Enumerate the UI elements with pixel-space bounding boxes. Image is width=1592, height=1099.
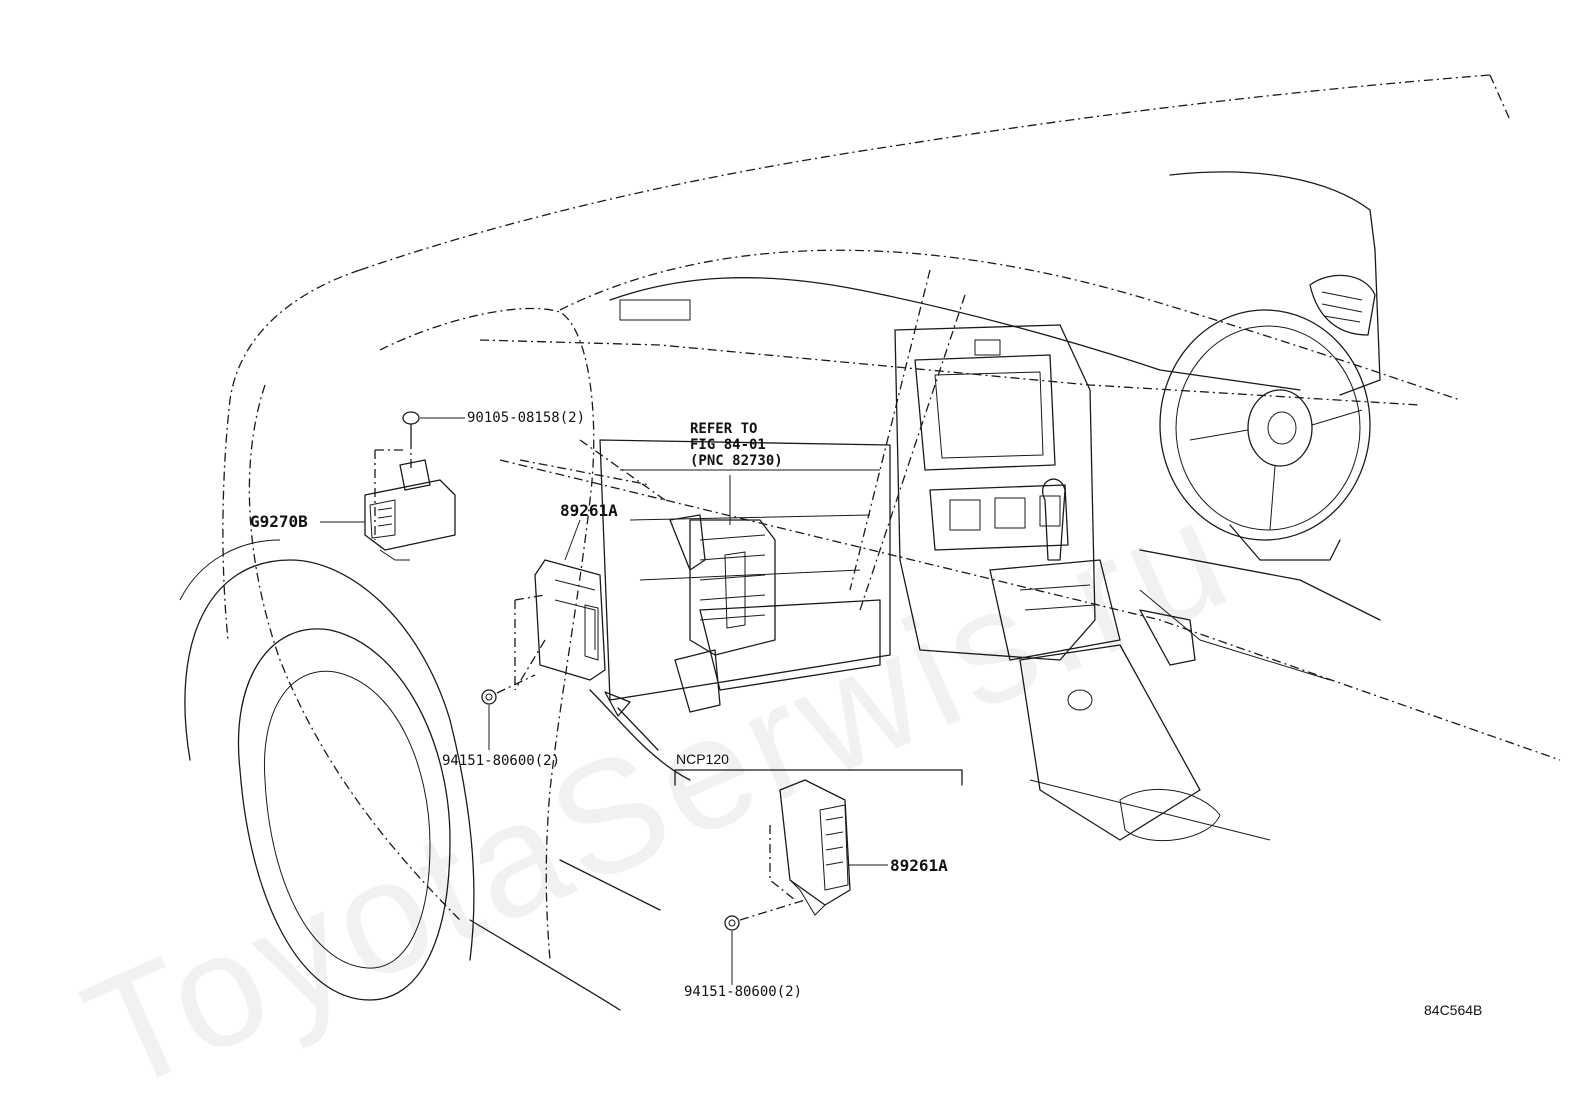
label-module-g9270b: G9270B	[250, 512, 308, 531]
wheel-arch	[184, 559, 475, 961]
leader-ecu-main	[564, 519, 581, 561]
floor-edge	[559, 859, 661, 911]
lower-dash-right	[1139, 549, 1381, 621]
ecu-89261a-left-body	[534, 559, 606, 681]
tyre-inner	[263, 670, 431, 969]
refer-note: REFER TO FIG 84-01 (PNC 82730)	[690, 421, 783, 469]
steering-wheel-rim	[1159, 309, 1371, 541]
right-dash-edge	[1339, 249, 1381, 396]
display-screen	[914, 354, 1056, 471]
climate-panel	[929, 484, 1069, 551]
tyre-outer	[237, 628, 451, 1001]
steering-wheel-hub	[1247, 389, 1313, 467]
steering-column	[1229, 524, 1341, 561]
center-stack	[894, 324, 1096, 661]
dash-shelf	[620, 469, 880, 581]
right-vent	[1309, 274, 1376, 336]
glovebox	[699, 599, 881, 691]
steering-wheel-rim-inner	[1175, 325, 1361, 531]
dash-rear-edge	[559, 249, 1461, 401]
refer-guide-dash	[519, 439, 666, 501]
shift-knob	[1042, 478, 1066, 561]
kick-panel	[589, 689, 691, 781]
inner-pillar	[379, 307, 595, 961]
ecu-main-body	[689, 519, 776, 656]
vent-left	[619, 299, 691, 321]
label-nut-lower: 94151-80600(2)	[684, 984, 803, 1000]
shift-console	[989, 559, 1121, 661]
floor-console-rail	[1029, 779, 1271, 841]
meter-hood	[1169, 171, 1376, 251]
refer-note-line-2: FIG 84-01	[690, 437, 766, 453]
nut-upper-dash	[496, 594, 546, 694]
door-outline	[248, 384, 461, 921]
module-bracket	[669, 514, 721, 713]
label-bolt: 90105-08158(2)	[467, 410, 586, 426]
diagram-code: 84C564B	[1424, 1002, 1483, 1018]
ecu-variant-body	[779, 779, 851, 916]
pedal-pad	[1067, 689, 1093, 711]
center-console	[1019, 644, 1201, 841]
module-g9270b-body	[364, 459, 456, 561]
steering-wheel-spokes	[1189, 409, 1363, 531]
cup-holder	[1119, 788, 1221, 842]
refer-note-line-3: (PNC 82730)	[690, 453, 783, 469]
climate-buttons	[949, 495, 1061, 531]
variant-bracket	[674, 769, 963, 786]
right-vent-louvers	[1321, 291, 1363, 323]
roofline	[1489, 74, 1511, 121]
label-ecu-main: 89261A	[560, 501, 618, 520]
dash-guide-line-2	[859, 294, 966, 611]
bolt-leader-dash	[374, 440, 412, 540]
steering-wheel-emblem	[1267, 411, 1297, 445]
hazard-switch	[974, 339, 1001, 356]
display-bezel	[934, 371, 1044, 459]
label-variant: NCP120	[676, 751, 729, 767]
windshield-outline	[359, 74, 1491, 271]
ecu-variant-dash	[739, 825, 806, 921]
pedal	[1139, 609, 1196, 666]
dash-top	[609, 277, 1301, 391]
door-sill	[469, 919, 621, 1011]
label-nut-upper: 94151-80600(2)	[442, 753, 561, 769]
label-ecu-variant: 89261A	[890, 856, 948, 875]
location-arrow	[604, 691, 659, 751]
bolt-shape	[402, 411, 420, 441]
nut-upper-shape	[481, 689, 497, 705]
dash-lower-rail	[499, 459, 1561, 761]
a-pillar	[222, 269, 361, 641]
dash-face	[599, 439, 891, 701]
refer-note-line-1: REFER TO	[690, 421, 758, 437]
dash-guide-line	[849, 269, 931, 591]
knee-panel	[1139, 589, 1331, 681]
shift-gate	[1019, 584, 1096, 611]
dash-front-edge	[479, 339, 1421, 406]
fender-line	[179, 539, 281, 601]
nut-lower-shape	[724, 915, 740, 931]
